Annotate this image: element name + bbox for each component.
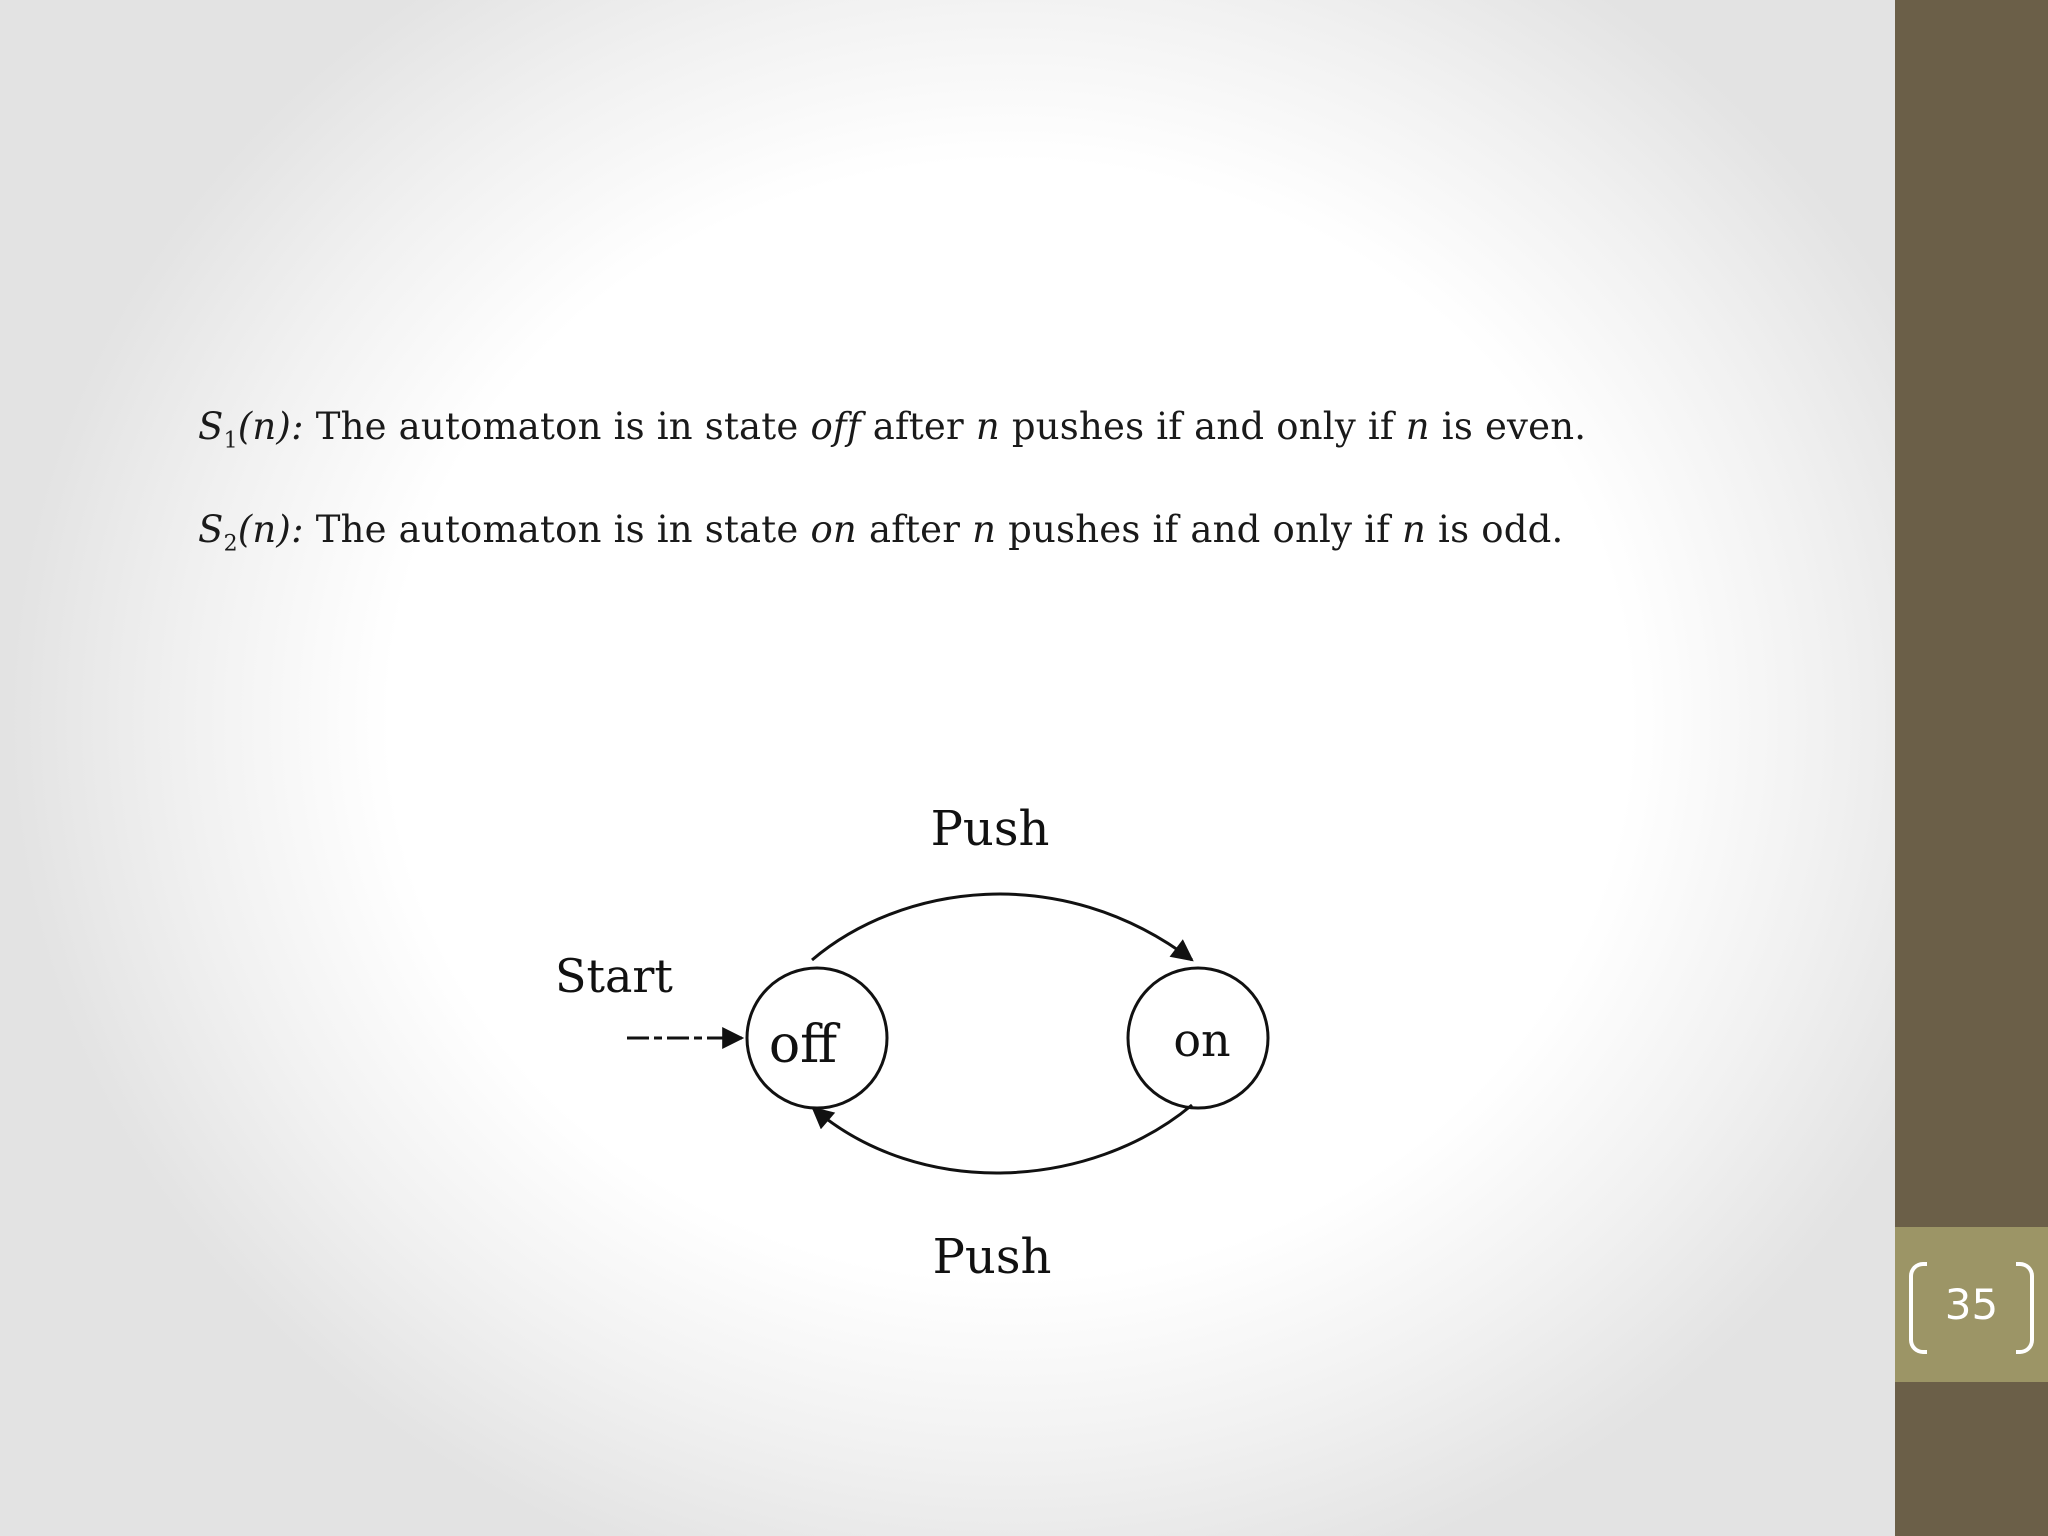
start-label: Start: [555, 949, 673, 1003]
slide-background: [0, 0, 1895, 1536]
transition-on-to-off: [811, 1103, 1193, 1175]
statement-text: The automaton is in state: [315, 508, 799, 551]
statement-label: S: [198, 405, 224, 448]
state-off-label: off: [769, 1015, 841, 1075]
page-bracket-right-icon: [2016, 1262, 2034, 1354]
statement-s2: S2(n): The automaton is in state on afte…: [198, 508, 1563, 556]
page-bracket-left-icon: [1909, 1262, 1927, 1354]
statement-text: is even.: [1441, 405, 1587, 448]
statement-state: off: [810, 405, 861, 448]
page-number: 35: [1944, 1280, 1999, 1329]
statement-variable: n: [1402, 508, 1427, 551]
transition-off-to-on-label: Push: [931, 801, 1050, 857]
statement-variable: n: [972, 508, 997, 551]
statement-text: pushes if and only if: [1011, 405, 1394, 448]
transition-off-to-on: [811, 892, 1194, 962]
transition-on-to-off-label: Push: [933, 1229, 1052, 1285]
statement-text: is odd.: [1438, 508, 1564, 551]
statement-text: after: [872, 405, 964, 448]
state-on-node: [1126, 966, 1270, 1110]
statement-text: after: [868, 508, 961, 551]
statement-subscript: 2: [223, 531, 238, 557]
statement-variable: n: [1405, 405, 1430, 448]
state-on-label: on: [1173, 1013, 1230, 1067]
statement-state: on: [810, 508, 857, 551]
page-number-box: [1895, 1227, 2048, 1382]
statement-variable: n: [975, 405, 1000, 448]
statement-arg: (n):: [237, 405, 304, 448]
state-diagram: Start off on Push Push: [555, 801, 1270, 1285]
statement-text: pushes if and only if: [1008, 508, 1391, 551]
statement-text: The automaton is in state: [315, 405, 799, 448]
statement-subscript: 1: [223, 428, 238, 454]
statement-label: S: [198, 508, 224, 551]
statement-arg: (n):: [237, 508, 304, 551]
statement-s1: S1(n): The automaton is in state off aft…: [198, 405, 1586, 453]
